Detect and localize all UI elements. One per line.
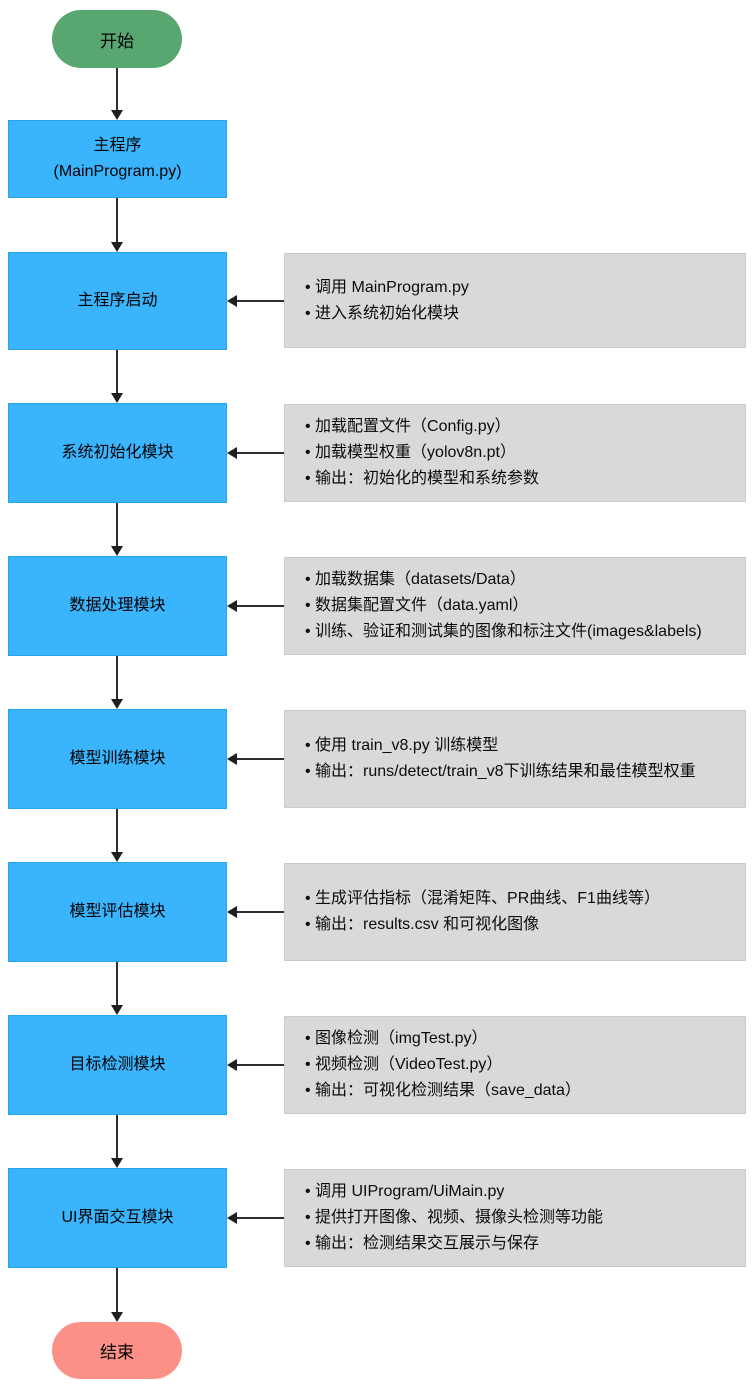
note-item: 训练、验证和测试集的图像和标注文件(images&labels) [305,619,741,645]
down-arrow [111,809,123,862]
down-arrow [111,962,123,1015]
note-item: 图像检测（imgTest.py） [305,1026,741,1052]
note-box-model-evaluation: 生成评估指标（混淆矩阵、PR曲线、F1曲线等） 输出：results.csv 和… [284,863,746,961]
note-box-ui-interaction: 调用 UIProgram/UiMain.py 提供打开图像、视频、摄像头检测等功… [284,1169,746,1267]
process-box-data-processing: 数据处理模块 [8,556,227,656]
note-item: 调用 UIProgram/UiMain.py [305,1179,741,1205]
note-item: 加载配置文件（Config.py） [305,414,741,440]
process-box-object-detection: 目标检测模块 [8,1015,227,1115]
note-item: 输出：初始化的模型和系统参数 [305,466,741,492]
left-arrow [227,906,284,918]
note-item: 输出：runs/detect/train_v8下训练结果和最佳模型权重 [305,759,741,785]
left-arrow [227,295,284,307]
down-arrow [111,68,123,120]
down-arrow [111,1268,123,1322]
note-item: 调用 MainProgram.py [305,275,741,301]
end-terminator: 结束 [52,1322,182,1379]
down-arrow [111,198,123,252]
note-item: 输出：results.csv 和可视化图像 [305,912,741,938]
left-arrow [227,753,284,765]
start-terminator: 开始 [52,10,182,68]
left-arrow [227,600,284,612]
down-arrow [111,503,123,556]
note-item: 进入系统初始化模块 [305,301,741,327]
process-box-model-evaluation: 模型评估模块 [8,862,227,962]
note-item: 加载模型权重（yolov8n.pt） [305,440,741,466]
left-arrow [227,1212,284,1224]
process-box-model-training: 模型训练模块 [8,709,227,809]
note-item: 生成评估指标（混淆矩阵、PR曲线、F1曲线等） [305,886,741,912]
note-box-data-processing: 加载数据集（datasets/Data） 数据集配置文件（data.yaml） … [284,557,746,655]
left-arrow [227,447,284,459]
note-box-program-start: 调用 MainProgram.py 进入系统初始化模块 [284,253,746,348]
note-item: 数据集配置文件（data.yaml） [305,593,741,619]
note-item: 输出：可视化检测结果（save_data） [305,1078,741,1104]
note-box-object-detection: 图像检测（imgTest.py） 视频检测（VideoTest.py） 输出：可… [284,1016,746,1114]
note-box-system-init: 加载配置文件（Config.py） 加载模型权重（yolov8n.pt） 输出：… [284,404,746,502]
note-item: 加载数据集（datasets/Data） [305,567,741,593]
process-box-program-start: 主程序启动 [8,252,227,350]
note-item: 使用 train_v8.py 训练模型 [305,733,741,759]
note-item: 提供打开图像、视频、摄像头检测等功能 [305,1205,741,1231]
process-box-main-program: 主程序 (MainProgram.py) [8,120,227,198]
left-arrow [227,1059,284,1071]
note-item: 视频检测（VideoTest.py） [305,1052,741,1078]
note-box-model-training: 使用 train_v8.py 训练模型 输出：runs/detect/train… [284,710,746,808]
process-box-ui-interaction: UI界面交互模块 [8,1168,227,1268]
process-box-system-init: 系统初始化模块 [8,403,227,503]
note-item: 输出：检测结果交互展示与保存 [305,1231,741,1257]
down-arrow [111,656,123,709]
down-arrow [111,350,123,403]
down-arrow [111,1115,123,1168]
